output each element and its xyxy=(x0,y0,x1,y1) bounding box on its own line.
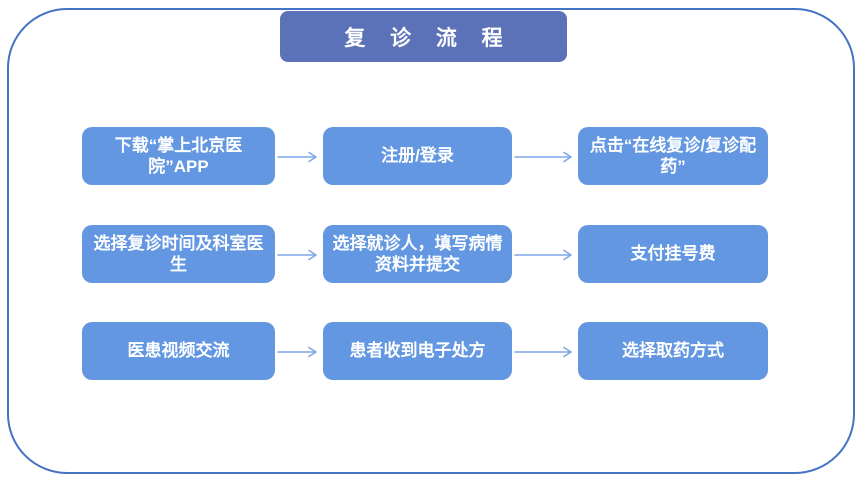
flow-step-fill-submit-info: 选择就诊人，填写病情资料并提交 xyxy=(323,225,512,283)
flow-step-register-login: 注册/登录 xyxy=(323,127,512,185)
flow-step-label: 下载“掌上北京医院”APP xyxy=(114,135,243,176)
flow-arrow-icon xyxy=(514,249,572,261)
flow-arrow-icon xyxy=(514,151,572,163)
outer-rounded-frame xyxy=(7,8,855,474)
flow-step-select-time-doctor: 选择复诊时间及科室医生 xyxy=(82,225,275,283)
flowchart-title-label: 复 诊 流 程 xyxy=(344,26,513,50)
flow-step-label: 选择复诊时间及科室医生 xyxy=(93,233,264,274)
flow-step-label: 医患视频交流 xyxy=(127,341,230,361)
flow-step-pay-registration-fee: 支付挂号费 xyxy=(578,225,768,283)
flow-arrow-icon xyxy=(277,346,317,358)
flow-arrow-icon xyxy=(277,151,317,163)
flow-step-download-app: 下载“掌上北京医院”APP xyxy=(82,127,275,185)
flow-step-label: 选择取药方式 xyxy=(622,341,724,361)
flow-step-label: 点击“在线复诊/复诊配药” xyxy=(589,135,757,176)
flow-arrow-icon xyxy=(277,249,317,261)
flow-step-label: 支付挂号费 xyxy=(630,244,716,264)
flow-step-video-consult: 医患视频交流 xyxy=(82,322,275,380)
flow-step-click-online-revisit: 点击“在线复诊/复诊配药” xyxy=(578,127,768,185)
flow-step-choose-pickup-method: 选择取药方式 xyxy=(578,322,768,380)
flow-step-label: 注册/登录 xyxy=(381,146,454,166)
flow-step-receive-eprescription: 患者收到电子处方 xyxy=(323,322,512,380)
flow-step-label: 患者收到电子处方 xyxy=(349,341,486,361)
flow-step-label: 选择就诊人，填写病情资料并提交 xyxy=(332,233,503,274)
flowchart-title: 复 诊 流 程 xyxy=(280,11,567,62)
flow-arrow-icon xyxy=(514,346,572,358)
